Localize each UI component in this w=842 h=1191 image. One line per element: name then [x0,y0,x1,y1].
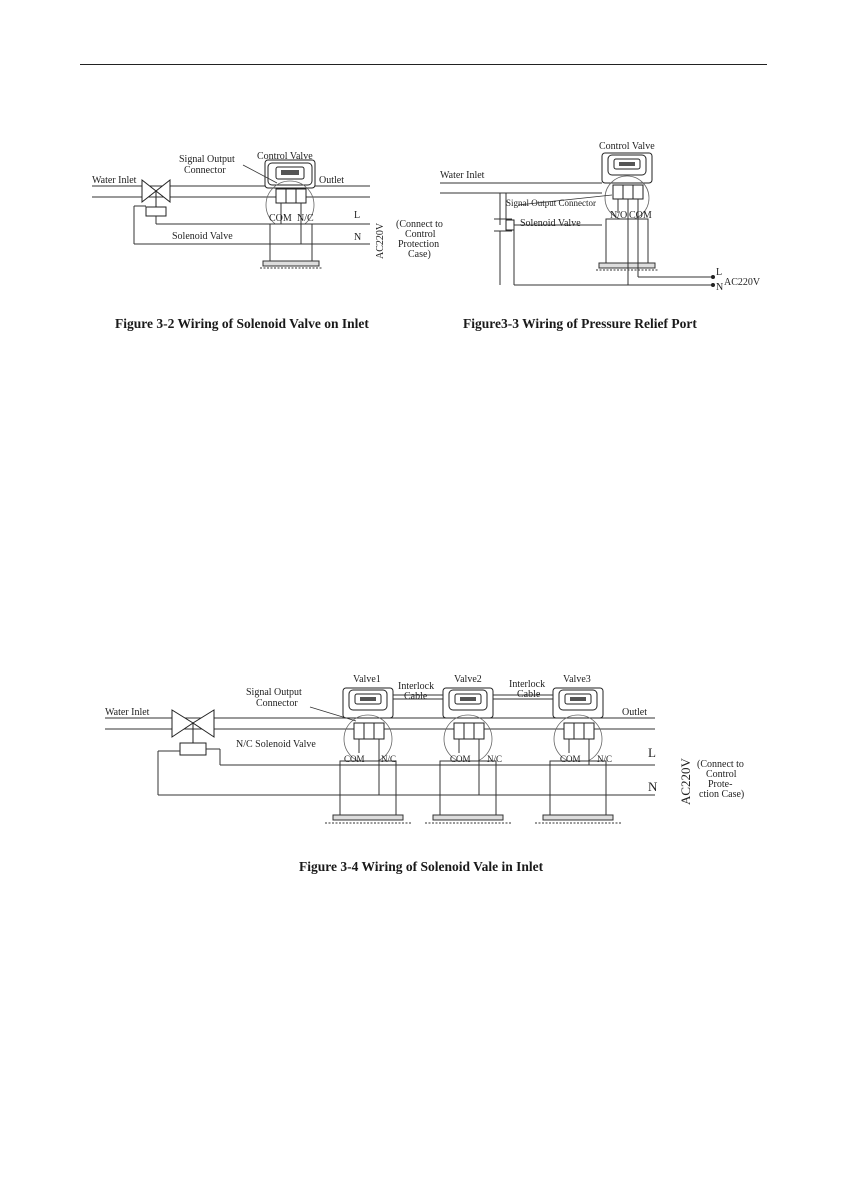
fig34-outlet-label: Outlet [622,707,647,718]
interlock-label-3: Interlock [509,679,545,690]
figure-3-3-caption: Figure3-3 Wiring of Pressure Relief Port [463,316,697,331]
interlock-label-2: Cable [404,691,428,702]
fig32-com-label: COM [269,213,292,224]
fig34-nc3-label: N/C [597,754,612,764]
fig34-nc2-label: N/C [487,754,502,764]
fig34-n-label: N [648,779,658,794]
fig33-control-valve-label: Control Valve [599,141,655,152]
fig34-com2-label: COM [450,754,471,764]
fig34-solenoid-label: N/C Solenoid Valve [236,739,316,750]
fig34-l-label: L [648,745,656,760]
fig32-control-valve-label: Control Valve [257,151,313,162]
figure-3-4-diagram: Valve1 Valve2 Valve3 Interlock Cable Int… [100,665,765,835]
inlet-solenoid-valve-symbol [171,709,215,756]
valve3-label: Valve3 [563,674,591,685]
fig34-connect-3: Prote- [708,779,732,790]
fig34-nc1-label: N/C [381,754,396,764]
control-valve-body [264,159,316,189]
fig32-signal-label-2: Connector [184,165,226,176]
fig32-connect-3: Protection [398,239,439,250]
figure-3-2-diagram: Control Valve Signal Output Connector Wa… [80,135,450,280]
fig32-signal-label-1: Signal Output [179,154,235,165]
fig32-water-inlet-label: Water Inlet [92,175,137,186]
fig33-no-label: N/O [610,210,627,221]
figure-3-2-caption: Figure 3-2 Wiring of Solenoid Valve on I… [115,316,369,331]
fig33-ac-label: AC220V [724,277,761,288]
header-rule [80,64,767,65]
fig34-signal-label-1: Signal Output [246,687,302,698]
valve2-body [425,687,512,824]
figure-3-3-diagram: Control Valve Water Inlet Signal Output … [430,135,775,295]
fig32-ac-label: AC220V [375,222,386,259]
fig34-connect-1: (Connect to [697,759,744,770]
fig33-signal-label: Signal Output Connector [506,198,596,208]
valve1-label: Valve1 [353,674,381,685]
valve3-body [535,687,622,824]
fig34-com1-label: COM [344,754,365,764]
fig34-com3-label: COM [560,754,581,764]
valve2-label: Valve2 [454,674,482,685]
fig33-com-label: COM [629,210,652,221]
fig34-water-inlet-label: Water Inlet [105,707,150,718]
fig32-connect-4: Case) [408,249,431,260]
fig32-solenoid-label: Solenoid Valve [172,231,233,242]
fig32-outlet-label: Outlet [319,175,344,186]
fig33-solenoid-label: Solenoid Valve [520,218,581,229]
fig34-connect-4: ction Case) [699,789,744,800]
fig32-connect-2: Control [405,229,436,240]
control-valve-body [601,152,653,184]
fig34-signal-label-2: Connector [256,698,298,709]
fig32-n-label: N [354,232,361,243]
fig34-connect-2: Control [706,769,737,780]
fig32-l-label: L [354,210,360,221]
fig34-ac-label: AC220V [678,757,693,805]
inlet-valve-symbol [141,178,171,217]
fig33-l-label: L [716,267,722,278]
fig32-connect-1: (Connect to [396,219,443,230]
interlock-label-4: Cable [517,689,541,700]
fig33-n-label: N [716,282,723,293]
figure-3-4-caption: Figure 3-4 Wiring of Solenoid Vale in In… [299,859,544,874]
valve1-body [325,687,412,824]
fig33-water-inlet-label: Water Inlet [440,170,485,181]
fig32-nc-label: N/C [297,213,314,224]
interlock-label-1: Interlock [398,681,434,692]
